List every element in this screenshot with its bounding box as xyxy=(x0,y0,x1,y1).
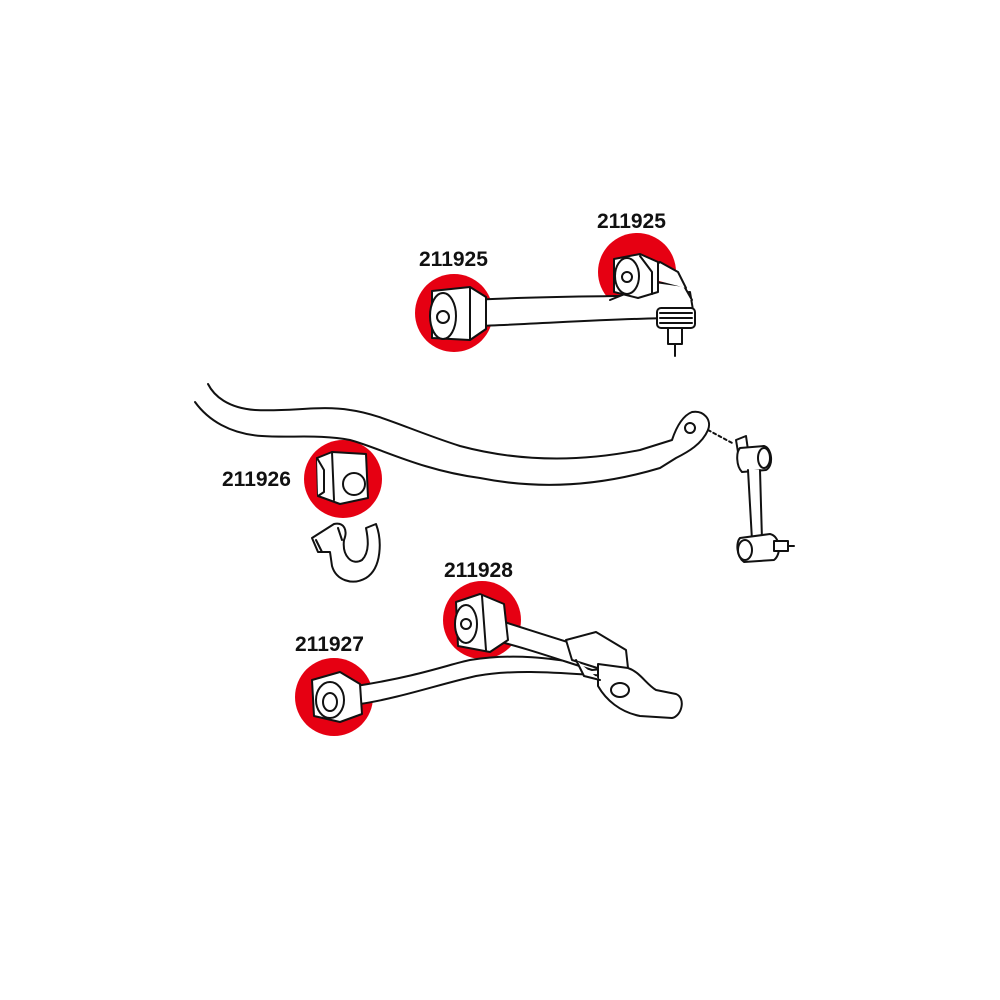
stabilizer-bar xyxy=(194,383,735,486)
part-number-upper-arm-rear: 211925 xyxy=(419,248,488,271)
upper-control-arm xyxy=(429,253,696,357)
stabilizer-bracket xyxy=(311,522,381,583)
part-number-upper-arm-front: 211925 xyxy=(597,210,666,233)
lower-control-arm xyxy=(311,593,683,723)
part-number-lower-arm-rear: 211927 xyxy=(295,633,364,656)
part-number-lower-arm-front: 211928 xyxy=(444,559,513,582)
part-number-stabilizer-bushing: 211926 xyxy=(222,468,291,491)
stabilizer-link xyxy=(735,435,795,563)
stabilizer-bushing xyxy=(316,451,369,505)
